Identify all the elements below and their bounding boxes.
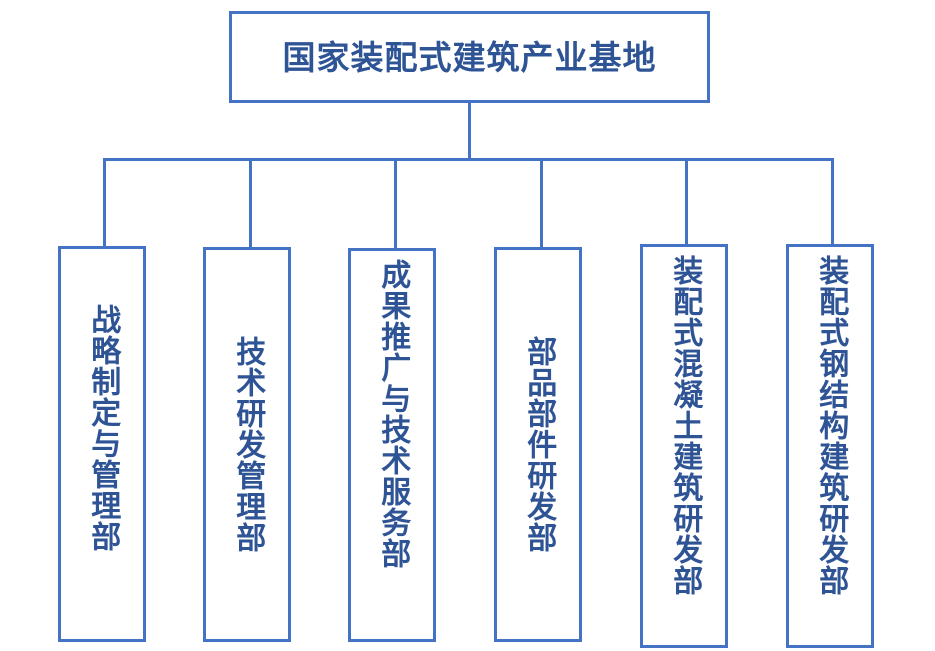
org-node-child-1[interactable]: 战略制定与管理部 — [58, 246, 146, 642]
org-node-child-5-label: 装配式混凝土建筑研发部 — [668, 255, 702, 596]
org-node-child-4[interactable]: 部品部件研发部 — [494, 247, 582, 642]
org-node-root-label: 国家装配式建筑产业基地 — [282, 38, 657, 76]
org-node-child-3[interactable]: 成果推广与技术服务部 — [348, 248, 436, 642]
connector-drop-2 — [249, 158, 252, 248]
org-node-child-2-label: 技术研发管理部 — [231, 336, 265, 553]
connector-drop-1 — [103, 158, 106, 247]
org-node-child-4-label: 部品部件研发部 — [522, 336, 556, 553]
connector-root-stem — [468, 103, 471, 161]
org-node-child-1-label: 战略制定与管理部 — [86, 304, 120, 552]
org-node-child-6-label: 装配式钢结构建筑研发部 — [814, 255, 848, 596]
org-node-root[interactable]: 国家装配式建筑产业基地 — [229, 11, 710, 103]
connector-drop-6 — [831, 158, 834, 244]
connector-drop-4 — [540, 158, 543, 248]
connector-drop-5 — [685, 158, 688, 245]
org-node-child-3-label: 成果推广与技术服务部 — [376, 259, 410, 569]
connector-drop-3 — [394, 158, 397, 249]
org-node-child-2[interactable]: 技术研发管理部 — [203, 247, 291, 642]
org-node-child-6[interactable]: 装配式钢结构建筑研发部 — [786, 244, 874, 648]
org-node-child-5[interactable]: 装配式混凝土建筑研发部 — [640, 244, 728, 648]
connector-horizontal-bus — [103, 158, 831, 161]
